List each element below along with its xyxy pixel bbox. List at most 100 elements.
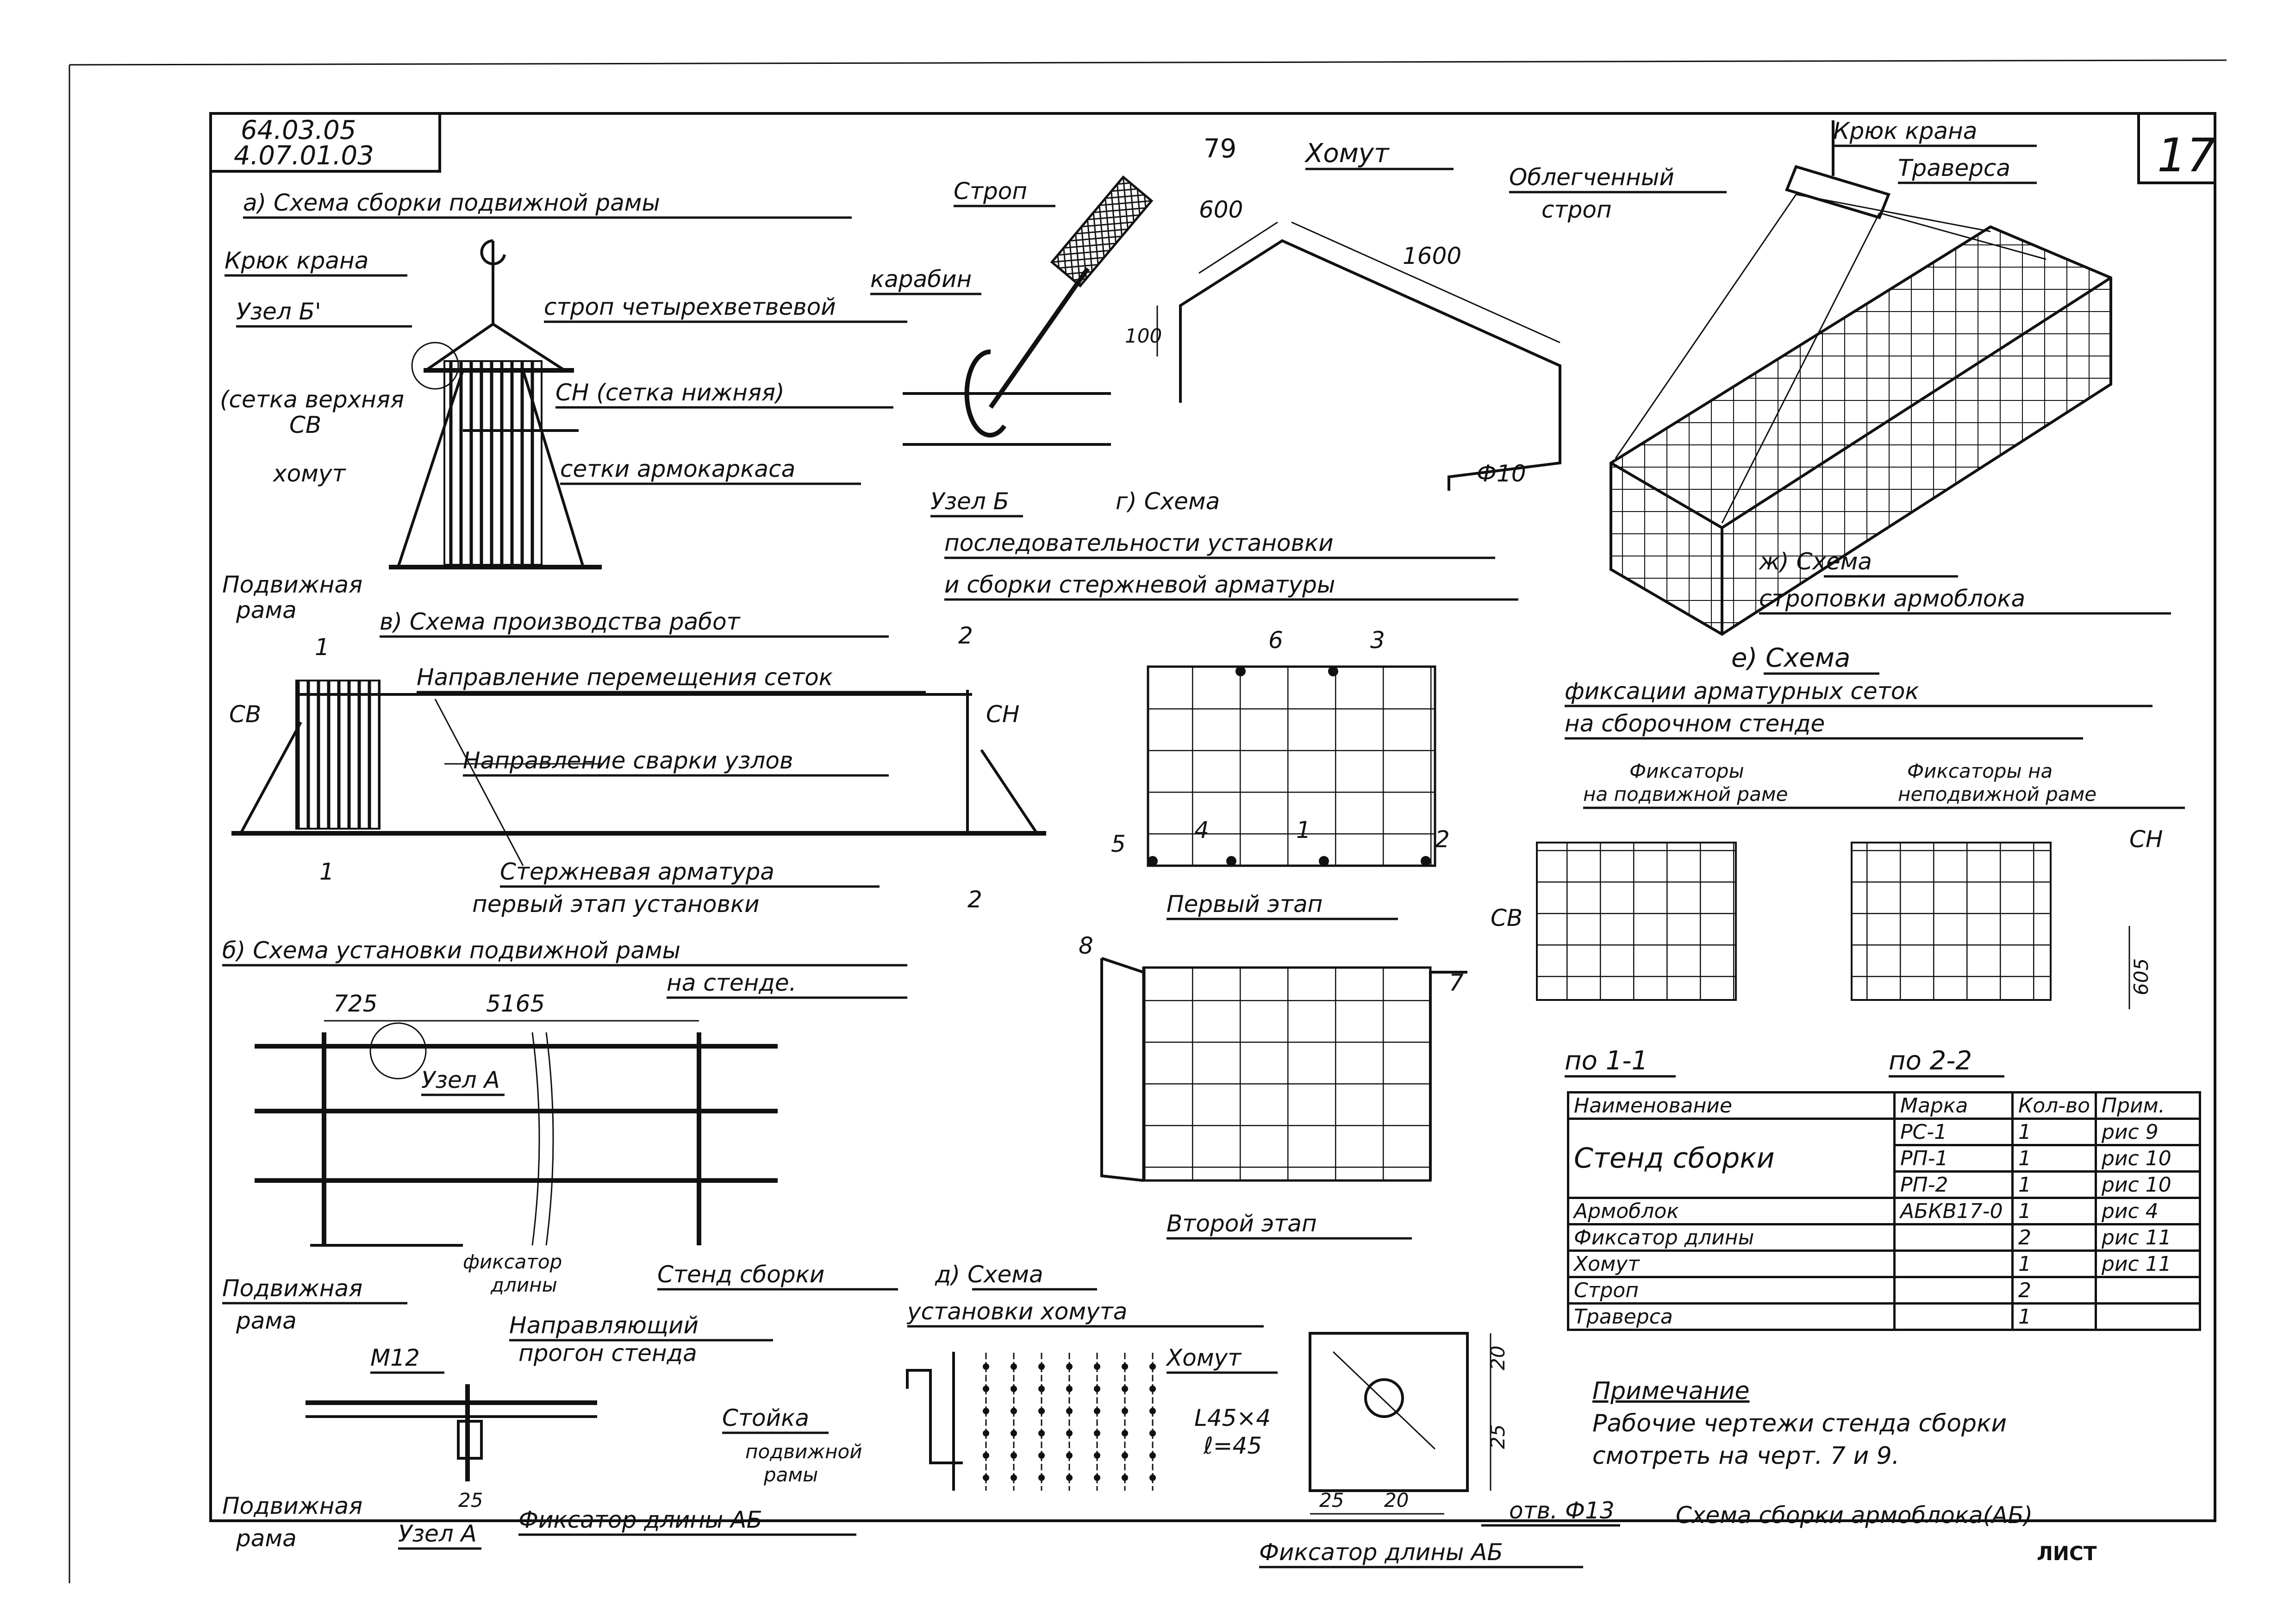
note-line-2: смотреть на черт. 7 и 9. xyxy=(1592,1442,1900,1470)
first-stage-grid xyxy=(1147,665,1436,867)
label-uzel-b: Узел Б' xyxy=(236,298,321,325)
cell-mark: АБКВ17-0 xyxy=(1893,1197,2014,1225)
mesh-stack xyxy=(443,360,543,566)
cell-note: рис 10 xyxy=(2095,1144,2202,1173)
label-setki: сетки армокаркаса xyxy=(560,456,795,482)
cell-name: Армоблок xyxy=(1567,1197,1896,1225)
label-khomut-d: Хомут xyxy=(1165,1344,1242,1371)
section-d-title1: д) Схема xyxy=(935,1261,1043,1288)
slings xyxy=(1615,194,2046,524)
cell-qty: 2 xyxy=(2011,1223,2097,1252)
label-m12: М12 xyxy=(370,1344,420,1371)
label-strop: Строп xyxy=(954,178,1027,205)
label-fiks-nepodv: Фиксаторы на xyxy=(1907,760,2053,782)
leader-rebar xyxy=(434,699,524,866)
traverse-beam xyxy=(1784,165,1891,219)
label-kryuk-krana: Крюк крана xyxy=(225,247,368,274)
second-stage-grid xyxy=(1100,957,1467,1182)
label-strop4: строп четырехветвевой xyxy=(544,294,836,320)
label-po22: по 2-2 xyxy=(1889,1046,1972,1076)
section-g-title2: последовательности установки xyxy=(944,530,1334,556)
crane-hook xyxy=(480,239,506,265)
section-mark-1-top: 1 xyxy=(315,634,330,661)
section-zh-title1: ж) Схема xyxy=(1759,548,1872,575)
note-title: Примечание xyxy=(1592,1377,1750,1405)
cell-note: рис 11 xyxy=(2095,1223,2202,1252)
fixation-grid-right xyxy=(1851,842,2052,1001)
mesh-pack xyxy=(295,680,381,830)
label-fiks-podv: Фиксаторы xyxy=(1629,760,1744,782)
label-napravl: Направляющий xyxy=(509,1312,699,1339)
sling-rod xyxy=(988,267,1090,409)
label-napr-peremeshch: Направление перемещения сеток xyxy=(417,664,833,691)
label-kryuk2: Крюк крана xyxy=(1833,118,1977,144)
braces xyxy=(239,721,1038,834)
section-mark-2-bottom: 2 xyxy=(967,886,982,913)
label-traversa: Траверса xyxy=(1898,155,2010,181)
label-pervy-etap-ust: первый этап установки xyxy=(472,891,760,918)
node-a-circle xyxy=(369,1022,427,1080)
frame-legs xyxy=(397,370,585,568)
section-e-title1: е) Схема xyxy=(1731,643,1850,673)
cell-name: Стенд сборки xyxy=(1567,1118,1896,1199)
num-2: 2 xyxy=(1435,826,1450,853)
label-fiksator2: длины xyxy=(490,1274,557,1296)
label-uzel-a: Узел А xyxy=(421,1067,500,1093)
cell-note: рис 9 xyxy=(2095,1118,2202,1146)
table-row: Фиксатор длины 2 рис 11 xyxy=(1567,1223,2202,1252)
bolt-head xyxy=(457,1420,483,1460)
sling xyxy=(425,323,566,372)
label-po11: по 1-1 xyxy=(1565,1046,1648,1076)
dim-20a: 20 xyxy=(1486,1346,1509,1370)
footer-title: Схема сборки армоблока(АБ) xyxy=(1676,1502,2033,1529)
label-fiks-podv2: на подвижной раме xyxy=(1583,783,1788,806)
armoblock-drawing xyxy=(1610,120,2112,636)
label-khomut: хомут xyxy=(272,460,346,487)
table-row: Стенд сборки РС-1 1 рис 9 xyxy=(1567,1118,2202,1199)
label-fiksator-ab: Фиксатор длины АБ xyxy=(518,1506,762,1533)
cell-qty: 1 xyxy=(2011,1249,2097,1278)
section-e-title3: на сборочном стенде xyxy=(1565,710,1825,737)
section-g-title3: и сборки стержневой арматуры xyxy=(944,571,1335,598)
post-profile xyxy=(906,1369,963,1464)
label-sn: СН xyxy=(986,701,1020,728)
spec-table: Наименование Марка Кол-во Прим. Стенд сб… xyxy=(1567,1091,2202,1331)
code-2: 4.07.01.03 xyxy=(234,141,374,171)
hole-leader xyxy=(1332,1351,1436,1450)
khomut-title: Хомут xyxy=(1304,138,1390,169)
node-6 xyxy=(1235,666,1246,676)
plate xyxy=(1309,1332,1469,1492)
dim-5165: 5165 xyxy=(486,990,545,1017)
label-napr-svarki: Направление сварки узлов xyxy=(463,747,793,774)
label-podvizhnaya2: Подвижная xyxy=(222,1275,362,1302)
header-note: Прим. xyxy=(2095,1091,2202,1120)
cell-mark: РС-1 xyxy=(1893,1118,2014,1146)
label-pervy-etap: Первый этап xyxy=(1167,891,1323,918)
label-sv-3: СВ xyxy=(1491,905,1522,931)
cell-mark xyxy=(1893,1223,2014,1252)
sheet-box xyxy=(2137,113,2215,184)
section-zh-title2: строповки армоблока xyxy=(1759,585,2025,612)
section-v-title: в) Схема производства работ xyxy=(380,608,741,635)
rope-sleeve xyxy=(1050,175,1154,288)
dim-605: 605 xyxy=(2130,958,2152,995)
table-row: Траверса 1 xyxy=(1567,1302,2202,1331)
cell-qty: 1 xyxy=(2011,1197,2097,1225)
dim-line-600 xyxy=(1198,221,1278,274)
break-lines xyxy=(531,1032,554,1246)
header-qty: Кол-во xyxy=(2011,1091,2097,1120)
note-line-1: Рабочие чертежи стенда сборки xyxy=(1592,1410,2007,1437)
label-fiksator-ab2: Фиксатор длины АБ xyxy=(1259,1539,1503,1566)
node-5 xyxy=(1148,856,1158,866)
label-setka-verkh: (сетка верхняя xyxy=(220,386,404,413)
label-stoyka3: рамы xyxy=(763,1463,818,1486)
table-row: РП-1 1 рис 10 xyxy=(1568,1144,2202,1173)
stirrup-grid xyxy=(963,1352,1157,1491)
dim-25a: 25 xyxy=(1486,1424,1509,1449)
num-6: 6 xyxy=(1268,627,1283,654)
stirrup xyxy=(1179,239,1561,491)
node-2 xyxy=(1421,856,1431,866)
label-uzel-b2: Узел Б xyxy=(930,488,1009,515)
header-name: Наименование xyxy=(1567,1091,1896,1120)
